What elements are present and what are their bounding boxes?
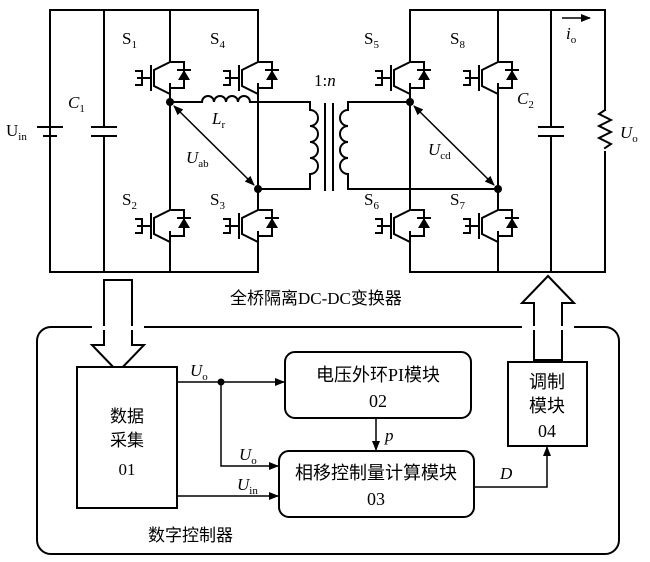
switch-s3 [224,204,278,242]
modulation-line2: 模块 [529,396,565,416]
c2-label: C2 [517,89,534,111]
modulation-id: 04 [538,421,556,441]
load-resistor [599,110,611,148]
switch-label-s8: S8 [450,29,465,51]
uo-mid-label: Uo [239,445,257,467]
uin-label: Uin [6,121,27,143]
node-c [406,98,414,106]
switch-label-s4: S4 [210,29,225,51]
switch-label-s3: S3 [210,190,225,212]
converter-title: 全桥隔离DC-DC变换器 [230,289,402,308]
node-d [494,185,502,193]
ucd-label: Ucd [428,140,451,162]
switch-label-s2: S2 [122,190,137,212]
switch-label-s5: S5 [364,29,379,51]
digital-controller-title: 数字控制器 [148,526,233,545]
transformer-primary [310,102,318,189]
d-label: D [499,464,513,483]
turns-ratio-label: 1:n [314,71,336,90]
switch-s5 [376,56,430,94]
switch-s6 [376,204,430,242]
phase-shift-id: 03 [367,489,385,509]
transformer-secondary [340,102,348,189]
io-label: io [566,24,577,46]
modulation-line1: 调制 [529,372,565,392]
switch-s7 [464,204,518,242]
uo-top-label: Uo [190,361,208,383]
lr-label: Lr [211,109,225,131]
lr-inductor [202,96,250,102]
p-label: p [384,426,394,445]
voltage-loop-id: 02 [369,391,387,411]
uab-label: Uab [186,148,209,170]
uo-load-label: Uo [620,123,638,145]
uin-signal-label: Uin [237,475,258,497]
switch-label-s6: S6 [364,190,379,212]
switch-s1 [136,56,190,94]
c1-label: C1 [68,93,85,115]
switch-s4 [224,56,278,94]
switch-label-s7: S7 [450,190,465,212]
daq-line1: 数据 [110,407,144,426]
daq-id: 01 [119,460,136,479]
switch-label-s1: S1 [122,29,137,51]
daq-line2: 采集 [110,431,144,450]
control-flow-up-arrow [522,276,574,360]
voltage-loop-name: 电压外环PI模块 [316,365,440,385]
switch-s2 [136,204,190,242]
phase-shift-name: 相移控制量计算模块 [295,463,457,483]
ucd-arrow [414,106,494,185]
switch-s8 [464,56,518,94]
